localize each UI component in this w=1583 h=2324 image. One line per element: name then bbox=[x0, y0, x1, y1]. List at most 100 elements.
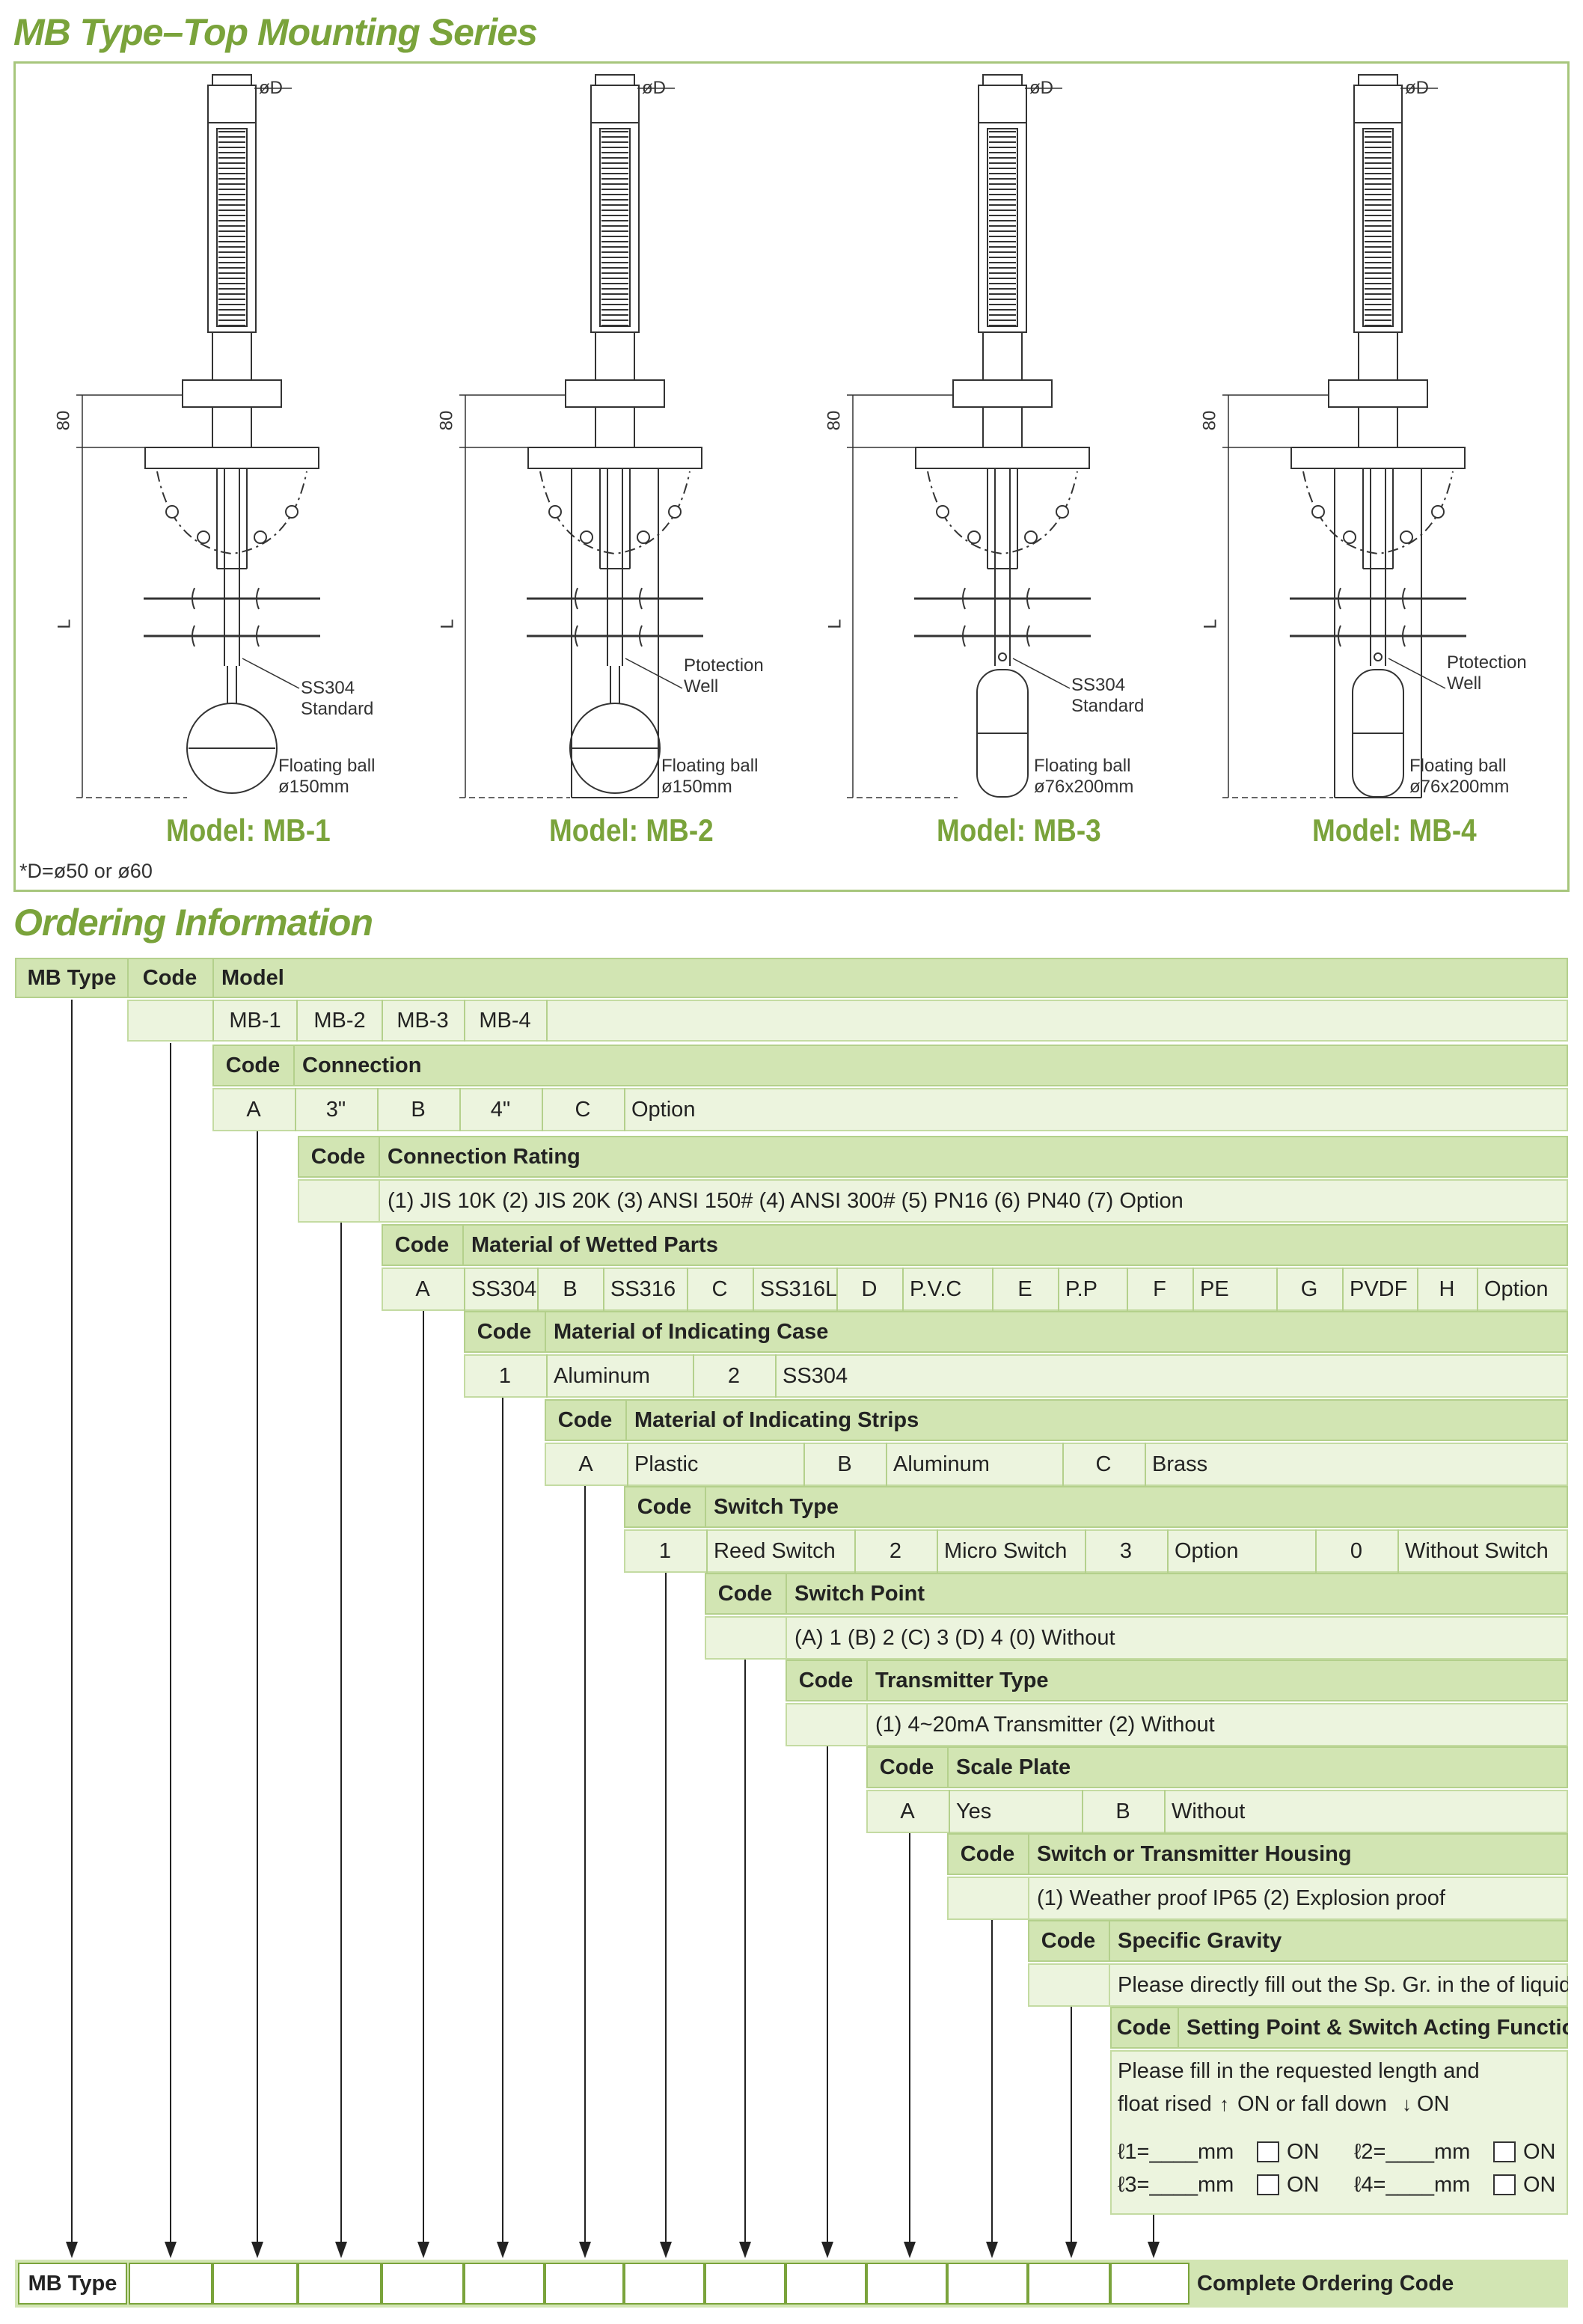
value-cell: B bbox=[1115, 1799, 1130, 1823]
value-cell: (1) Weather proof IP65 (2) Explosion pro… bbox=[1037, 1886, 1445, 1910]
bolt-hole bbox=[967, 530, 981, 544]
on-checkbox[interactable] bbox=[1257, 2174, 1279, 2195]
value-row bbox=[786, 1703, 1568, 1746]
bolt-circle bbox=[927, 471, 1078, 555]
code-box[interactable] bbox=[1028, 2263, 1110, 2305]
code-box[interactable] bbox=[129, 2263, 212, 2305]
column-divider bbox=[1058, 1268, 1059, 1311]
height-dim-label: 80 bbox=[824, 410, 845, 431]
model-label: Model: MB-1 bbox=[166, 813, 331, 848]
code-box[interactable] bbox=[382, 2263, 464, 2305]
bolt-hole bbox=[1024, 530, 1038, 544]
bolt-hole bbox=[1311, 505, 1325, 519]
value-cell: B bbox=[411, 1097, 426, 1122]
column-divider bbox=[753, 1268, 754, 1311]
diameter-label: øD bbox=[1029, 78, 1053, 98]
mounting-flange bbox=[144, 447, 319, 469]
bolt-hole bbox=[548, 505, 562, 519]
value-cell: A bbox=[900, 1799, 915, 1823]
header-title: Setting Point & Switch Acting Functions bbox=[1187, 2015, 1568, 2040]
flange-neck bbox=[1358, 406, 1398, 448]
upper-flange bbox=[952, 379, 1053, 408]
value-cell: 2 bbox=[889, 1538, 902, 1563]
value-cell: MB-3 bbox=[396, 1008, 449, 1033]
float-eye bbox=[998, 652, 1007, 661]
code-box[interactable] bbox=[464, 2263, 545, 2305]
code-box[interactable] bbox=[786, 2263, 866, 2305]
column-divider bbox=[464, 1000, 465, 1042]
value-cell: SS304 bbox=[783, 1363, 848, 1388]
column-cap bbox=[982, 74, 1023, 86]
on-checkbox[interactable] bbox=[1493, 2141, 1516, 2162]
code-box[interactable] bbox=[866, 2263, 947, 2305]
column-divider bbox=[545, 1311, 546, 1353]
callout-leader bbox=[242, 658, 300, 689]
value-cell: C bbox=[1095, 1452, 1112, 1476]
setting-length: ℓ3=____mm bbox=[1118, 2172, 1234, 2197]
code-box[interactable] bbox=[298, 2263, 382, 2305]
header-title: Material of Indicating Case bbox=[554, 1319, 829, 1344]
header-code: MB Type bbox=[27, 965, 117, 990]
setting-text: float rised bbox=[1118, 2091, 1212, 2116]
value-cell: Aluminum bbox=[893, 1452, 990, 1476]
column-divider bbox=[212, 958, 214, 998]
callout-note: Ptotection Well bbox=[684, 655, 764, 697]
column-head bbox=[590, 85, 640, 123]
column-divider bbox=[546, 1354, 548, 1398]
column-divider bbox=[803, 1443, 805, 1486]
diagram-frame bbox=[13, 61, 1570, 892]
value-cell: (1) JIS 10K (2) JIS 20K (3) ANSI 150# (4… bbox=[388, 1188, 1184, 1213]
column-divider bbox=[866, 1660, 868, 1701]
bolt-hole bbox=[254, 530, 267, 544]
value-cell: Please directly fill out the Sp. Gr. in … bbox=[1118, 1972, 1568, 1997]
column-divider bbox=[293, 1045, 295, 1086]
empty-code-cell bbox=[705, 1616, 787, 1660]
value-cell: PVDF bbox=[1350, 1276, 1408, 1301]
callout-leader bbox=[1388, 658, 1446, 689]
code-box[interactable] bbox=[705, 2263, 786, 2305]
header-code: Code bbox=[394, 1232, 450, 1257]
empty-code-cell bbox=[786, 1703, 868, 1746]
header-title: Specific Gravity bbox=[1118, 1928, 1282, 1953]
diameter-label: øD bbox=[642, 78, 666, 98]
value-cell: A bbox=[246, 1097, 261, 1122]
column-divider bbox=[1164, 1790, 1166, 1833]
code-box[interactable] bbox=[212, 2263, 298, 2305]
setting-text: ON or fall down bbox=[1237, 2091, 1387, 2116]
code-box[interactable] bbox=[545, 2263, 624, 2305]
value-cell: Option bbox=[631, 1097, 696, 1122]
setting-length: ℓ2=____mm bbox=[1354, 2139, 1471, 2164]
column-divider bbox=[127, 958, 129, 998]
ordering-title: Ordering Information bbox=[13, 902, 373, 944]
arrow-head bbox=[1148, 2242, 1160, 2258]
callout-note: Floating ball ø76x200mm bbox=[1034, 756, 1134, 797]
header-code: Code bbox=[717, 1581, 773, 1606]
code-box[interactable] bbox=[624, 2263, 705, 2305]
arrow-head bbox=[986, 2242, 998, 2258]
length-dim-label: L bbox=[437, 619, 458, 629]
callout-leader bbox=[1012, 658, 1071, 689]
value-cell: Option bbox=[1484, 1276, 1549, 1301]
header-row-model bbox=[15, 958, 1568, 998]
arrow-head bbox=[579, 2242, 591, 2258]
break-mark bbox=[192, 625, 260, 647]
value-cell: Brass bbox=[1152, 1452, 1208, 1476]
header-title: Switch or Transmitter Housing bbox=[1037, 1841, 1352, 1866]
value-cell: D bbox=[861, 1276, 878, 1301]
header-row bbox=[786, 1660, 1568, 1701]
code-box[interactable] bbox=[947, 2263, 1028, 2305]
value-cell: G bbox=[1300, 1276, 1318, 1301]
bolt-circle bbox=[1302, 471, 1454, 555]
column-divider bbox=[603, 1268, 604, 1311]
callout-note: Floating ball ø150mm bbox=[661, 756, 759, 797]
value-cell: Micro Switch bbox=[944, 1538, 1068, 1563]
code-box[interactable] bbox=[1110, 2263, 1189, 2305]
on-checkbox[interactable] bbox=[1493, 2174, 1516, 2195]
value-cell: MB-1 bbox=[229, 1008, 281, 1033]
header-code: Code bbox=[477, 1319, 532, 1344]
header-row bbox=[1028, 1920, 1568, 1962]
header-row bbox=[866, 1746, 1568, 1788]
value-row bbox=[382, 1268, 1568, 1311]
column-divider bbox=[1167, 1529, 1169, 1573]
on-checkbox[interactable] bbox=[1257, 2141, 1279, 2162]
